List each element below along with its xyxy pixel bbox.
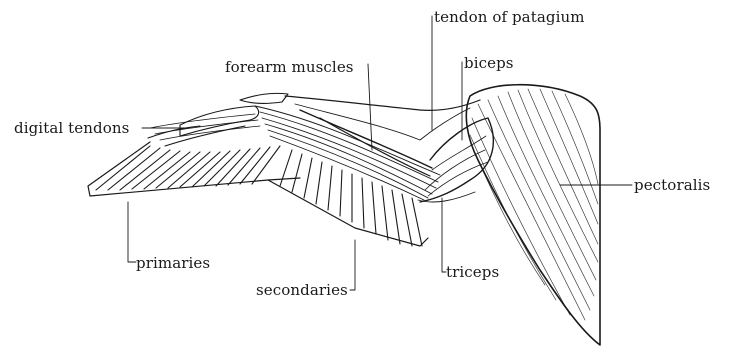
pectoralis-muscle — [466, 85, 600, 345]
label-primaries: primaries — [136, 256, 210, 271]
label-biceps: biceps — [464, 56, 514, 71]
forearm-muscles — [255, 106, 440, 200]
wing-outline — [88, 142, 428, 246]
label-tendon-of-patagium: tendon of patagium — [434, 10, 585, 25]
label-pectoralis: pectoralis — [634, 178, 710, 193]
label-forearm-muscles: forearm muscles — [225, 60, 354, 75]
digital-tendons — [150, 114, 260, 140]
label-digital-tendons: digital tendons — [14, 121, 129, 136]
primaries-feathers — [96, 146, 280, 190]
label-triceps: triceps — [446, 265, 499, 280]
upper-arm — [418, 118, 493, 202]
label-secondaries: secondaries — [256, 283, 348, 298]
patagium — [285, 96, 480, 140]
